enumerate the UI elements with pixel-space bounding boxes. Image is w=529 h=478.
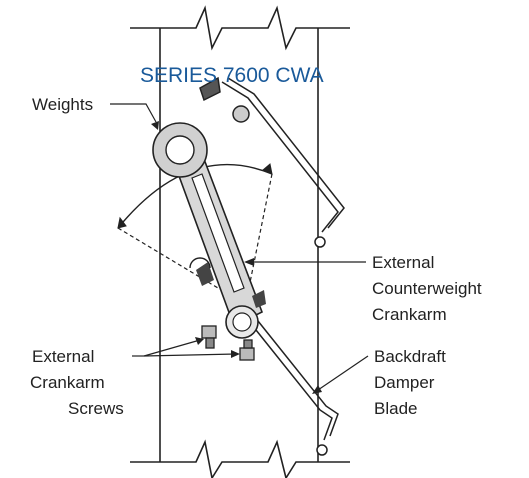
label-ext-cw-crankarm-2: Counterweight: [372, 279, 482, 298]
label-backdraft-1: Backdraft: [374, 347, 446, 366]
diagram-title: SERIES 7600 CWA: [140, 64, 324, 87]
label-ext-cw-crankarm-1: External: [372, 253, 434, 272]
label-backdraft-3: Blade: [374, 399, 417, 418]
label-ext-cw-crankarm-3: Crankarm: [372, 305, 447, 324]
label-weights: Weights: [32, 95, 93, 114]
backdraft-damper-blade: [199, 76, 345, 456]
weights-callout: Weights: [32, 95, 159, 130]
ext-crankarm-screws-callout: External Crankarm Screws: [30, 337, 240, 418]
counterweight-crankarm: [152, 122, 266, 339]
ext-cw-crankarm-callout: External Counterweight Crankarm: [244, 253, 482, 324]
label-ext-crankarm-screws-3: Screws: [68, 399, 124, 418]
backdraft-blade-callout: Backdraft Damper Blade: [312, 347, 446, 418]
label-ext-crankarm-screws-2: Crankarm: [30, 373, 105, 392]
label-backdraft-2: Damper: [374, 373, 435, 392]
label-ext-crankarm-screws-1: External: [32, 347, 94, 366]
crankarm-screws: [201, 325, 255, 361]
